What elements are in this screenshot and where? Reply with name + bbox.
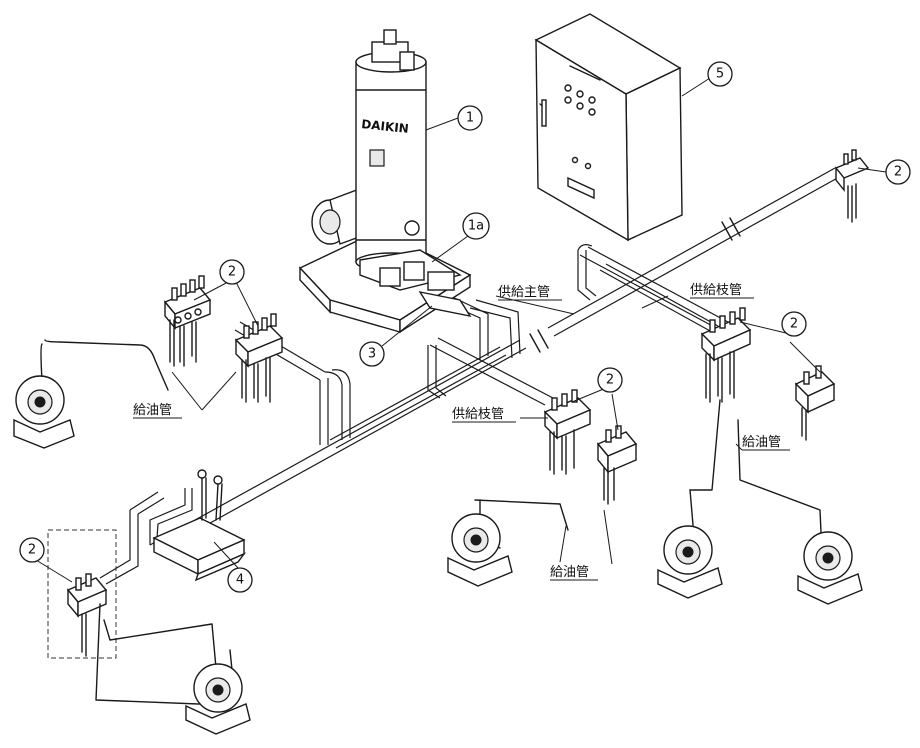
svg-text:3: 3	[368, 347, 376, 362]
divider-valve-right-1	[700, 307, 752, 403]
lower-left-pipes	[99, 488, 193, 585]
callout-divider-valve-left: 2	[219, 259, 245, 285]
callout-divider-valve-center: 2	[597, 367, 623, 393]
label-oil-pipe-left: 給油管	[133, 403, 172, 418]
svg-text:2: 2	[894, 165, 902, 180]
bearing-right-2	[797, 531, 863, 605]
pump-brand-label: DAIKIN	[361, 117, 410, 136]
callout-filter: 3	[359, 341, 385, 367]
lower-left-boundary	[47, 529, 117, 659]
branch-pipe-center	[427, 337, 554, 406]
callout-control-panel: 5	[707, 61, 733, 87]
svg-text:2: 2	[606, 373, 614, 388]
label-branch-pipe-center: 供給枝管	[452, 407, 504, 422]
label-oil-pipe-center: 給油管	[550, 565, 589, 580]
svg-text:1a: 1a	[468, 219, 484, 234]
bearing-center	[447, 513, 513, 587]
divider-valve-far-right	[834, 149, 870, 223]
divider-valve-left-1	[163, 275, 212, 367]
callout-pressure-switch: 4	[227, 567, 253, 593]
filter-unit	[418, 290, 472, 318]
control-panel	[534, 13, 683, 242]
divider-valve-center-1	[543, 389, 592, 475]
svg-text:2: 2	[28, 543, 36, 558]
leader-lines	[35, 77, 887, 583]
callout-divider-valve-lower-left: 2	[19, 537, 45, 563]
label-branch-pipe-right: 供給枝管	[690, 283, 742, 298]
svg-text:5: 5	[716, 67, 724, 82]
bearing-left	[13, 375, 75, 449]
label-oil-pipe-right: 給油管	[742, 435, 781, 450]
lubrication-pump	[298, 29, 472, 334]
callout-pump: 1	[457, 105, 483, 131]
label-main-supply-pipe: 供給主管	[498, 285, 550, 300]
divider-valve-lower-left	[66, 573, 108, 657]
svg-text:4: 4	[236, 573, 244, 588]
divider-valve-left-2	[234, 313, 284, 403]
callout-divider-valve-far-right: 2	[885, 159, 911, 185]
oil-pipes	[40, 339, 823, 706]
svg-text:2: 2	[790, 317, 798, 332]
branch-pipe-right	[577, 244, 729, 333]
divider-valve-right-2	[794, 365, 836, 441]
bearing-bottom	[185, 663, 251, 735]
divider-valve-center-2	[596, 425, 638, 505]
pressure-switch	[152, 469, 247, 582]
svg-text:1: 1	[466, 111, 474, 126]
svg-text:2: 2	[228, 265, 236, 280]
callout-pump-valve: 1a	[462, 212, 490, 240]
callout-divider-valve-right: 2	[781, 311, 807, 337]
bearing-right-1	[657, 525, 723, 599]
